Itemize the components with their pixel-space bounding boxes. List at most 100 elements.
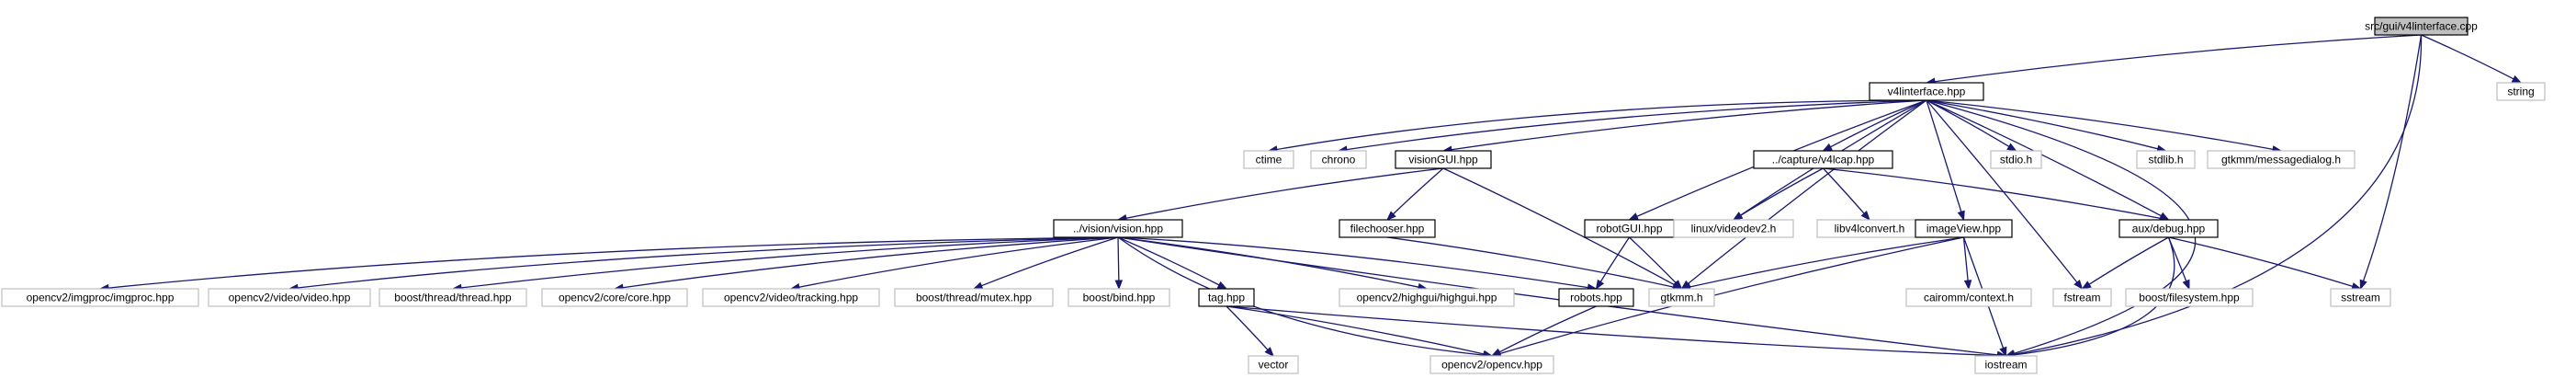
edge-line [981, 236, 1119, 287]
edge-arrowhead [2006, 143, 2017, 152]
node-ctime: ctime [1243, 150, 1294, 169]
edge-vision-to-video [288, 236, 1119, 292]
node-label: imageView.hpp [1926, 223, 2001, 235]
node-libv4l: libv4lconvert.h [1816, 219, 1923, 238]
node-box [541, 288, 688, 307]
node-box [1753, 150, 1893, 169]
node-iostream: iostream [1974, 355, 2038, 374]
edge-arrowhead [1822, 143, 1833, 152]
node-box [1198, 288, 1255, 307]
node-label: cairomm/context.h [1924, 292, 2014, 304]
node-v4l[interactable]: v4linterface.hpp [1869, 82, 1984, 101]
edge-line [1393, 167, 1444, 215]
node-box [702, 288, 880, 307]
node-debug[interactable]: aux/debug.hpp [2118, 219, 2219, 238]
node-cairomm: cairomm/context.h [1905, 288, 2032, 307]
edge-debug-to-fstream [2081, 236, 2169, 290]
node-string: string [2496, 82, 2546, 101]
node-box [1395, 150, 1492, 169]
node-bfs: boost/filesystem.hpp [2125, 288, 2254, 307]
edge-arrowhead [1114, 280, 1124, 291]
node-box [1068, 288, 1170, 307]
node-root[interactable]: src/gui/v4linterface.cpp [2365, 17, 2478, 36]
node-tag[interactable]: tag.hpp [1198, 288, 1255, 307]
node-label: robots.hpp [1570, 292, 1622, 304]
node-vision[interactable]: ../vision/vision.hpp [1053, 219, 1183, 238]
edge-arrowhead [1490, 348, 1502, 357]
node-label: aux/debug.hpp [2132, 223, 2206, 235]
edge-arrowhead [2182, 279, 2190, 291]
edge-line [2421, 34, 2514, 80]
edge-visiongui-to-filechooser [1386, 167, 1444, 221]
edge-v4lcap-to-libv4l [1823, 167, 1870, 222]
node-box [2207, 150, 2356, 169]
edge-vision-to-bind [1114, 236, 1124, 291]
node-v4lcap[interactable]: ../capture/v4lcap.hpp [1753, 150, 1893, 169]
nodes-layer: src/gui/v4linterface.cpp v4linterface.hpp… [1, 17, 2546, 374]
edge-vision-to-imgproc [98, 236, 1119, 292]
node-box [2125, 288, 2254, 307]
edge-root-to-iostream [2005, 34, 2423, 359]
edge-vision-to-robots [1117, 236, 1598, 292]
edge-arrowhead [1264, 347, 1274, 358]
node-box [2374, 17, 2469, 36]
node-label: boost/thread/mutex.hpp [916, 292, 1032, 304]
node-imageview[interactable]: imageView.hpp [1915, 219, 2013, 238]
node-box [1915, 219, 2013, 238]
edge-line [1117, 236, 1220, 286]
node-label: boost/bind.hpp [1083, 292, 1156, 304]
node-label: stdio.h [2000, 154, 2032, 166]
edge-v4l-to-debug [1926, 99, 2170, 221]
edge-line [1689, 236, 1964, 288]
edge-line [798, 236, 1119, 288]
node-robots[interactable]: robots.hpp [1558, 288, 1634, 307]
edge-line [1226, 305, 1998, 357]
node-label: visionGUI.hpp [1408, 154, 1478, 166]
node-label: sstream [2341, 292, 2380, 304]
node-filechooser[interactable]: filechooser.hpp [1339, 219, 1436, 238]
node-chrono: chrono [1310, 150, 1367, 169]
node-label: gtkmm.h [1660, 292, 1702, 304]
node-robotgui[interactable]: robotGUI.hpp [1584, 219, 1675, 238]
node-label: boost/thread/thread.hpp [394, 292, 512, 304]
node-box [1429, 355, 1554, 374]
node-label: ctime [1256, 154, 1282, 166]
edge-line [2362, 34, 2423, 281]
node-vector: vector [1248, 355, 1299, 374]
edge-line [1688, 99, 1927, 284]
node-visiongui[interactable]: visionGUI.hpp [1395, 150, 1492, 169]
node-box [2118, 219, 2219, 238]
edge-line [1926, 99, 2274, 151]
node-box [1310, 150, 1367, 169]
edge-imageview-to-cairomm [1962, 236, 1972, 291]
node-stdio: stdio.h [1990, 150, 2042, 169]
edge-tag-to-opencv [1226, 305, 1494, 359]
edge-line [1226, 305, 1269, 350]
node-tracking: opencv2/video/tracking.hpp [702, 288, 880, 307]
node-bind: boost/bind.hpp [1068, 288, 1170, 307]
edge-line [2088, 236, 2169, 285]
node-box [1905, 288, 2032, 307]
node-msgdlg: gtkmm/messagedialog.h [2207, 150, 2356, 169]
edge-arrowhead [1595, 279, 1605, 291]
node-label: filechooser.hpp [1350, 223, 1425, 235]
edge-line [2168, 236, 2354, 287]
node-label: linux/videodev2.h [1691, 223, 1777, 235]
edge-line [1117, 236, 1419, 288]
node-label: opencv2/core/core.hpp [559, 292, 671, 304]
edge-line [1499, 236, 1964, 355]
edge-debug-to-sstream [2168, 236, 2362, 291]
edge-arrowhead [1672, 280, 1683, 290]
edge-root-to-string [2421, 34, 2523, 84]
node-sstream: sstream [2330, 288, 2391, 307]
edge-arrowhead [1860, 211, 1870, 222]
edge-tag-to-vector [1226, 305, 1274, 358]
node-label: vector [1259, 359, 1289, 372]
edge-line [1934, 34, 2422, 83]
edge-line [1386, 236, 1674, 288]
node-highgui: opencv2/highgui/highgui.hpp [1339, 288, 1515, 307]
node-label: v4linterface.hpp [1888, 86, 1966, 98]
edge-robotgui-to-gtkmm [1629, 236, 1683, 290]
node-box [2052, 288, 2112, 307]
edge-v4l-to-msgdlg [1926, 99, 2283, 154]
